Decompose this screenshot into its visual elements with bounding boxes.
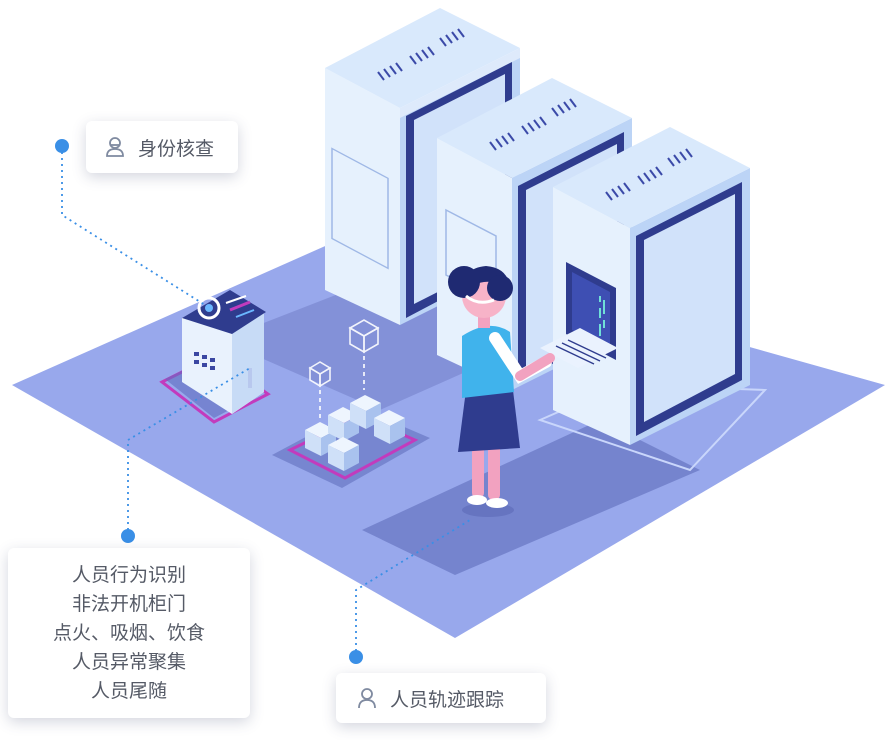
connector-dot-behavior <box>121 529 135 543</box>
behavior-line: 人员尾随 <box>90 679 167 702</box>
id-check-kiosk <box>159 290 271 424</box>
server-cabinet-3 <box>540 127 750 445</box>
behavior-line: 非法开机柜门 <box>71 592 186 615</box>
operator-person <box>448 266 555 517</box>
behavior-recognition-callout: 人员行为识别 非法开机柜门 点火、吸烟、饮食 人员异常聚集 人员尾随 <box>8 548 250 718</box>
person-icon <box>358 688 376 709</box>
trajectory-tracking-label: 人员轨迹跟踪 <box>390 688 505 711</box>
identity-check-callout: 身份核查 <box>86 121 238 173</box>
connector-dot-track <box>349 650 363 664</box>
identity-check-label: 身份核查 <box>138 137 215 160</box>
floor-shadow-walkway <box>362 420 700 575</box>
behavior-line: 点火、吸烟、饮食 <box>52 621 205 644</box>
cube-storage-area <box>272 319 430 488</box>
behavior-line: 人员异常聚集 <box>71 650 186 673</box>
person-badge-icon <box>106 137 124 157</box>
connector-dot-identity <box>55 139 69 153</box>
behavior-line: 人员行为识别 <box>71 563 186 586</box>
connector-lines <box>61 146 471 657</box>
trajectory-tracking-callout: 人员轨迹跟踪 <box>336 673 546 723</box>
